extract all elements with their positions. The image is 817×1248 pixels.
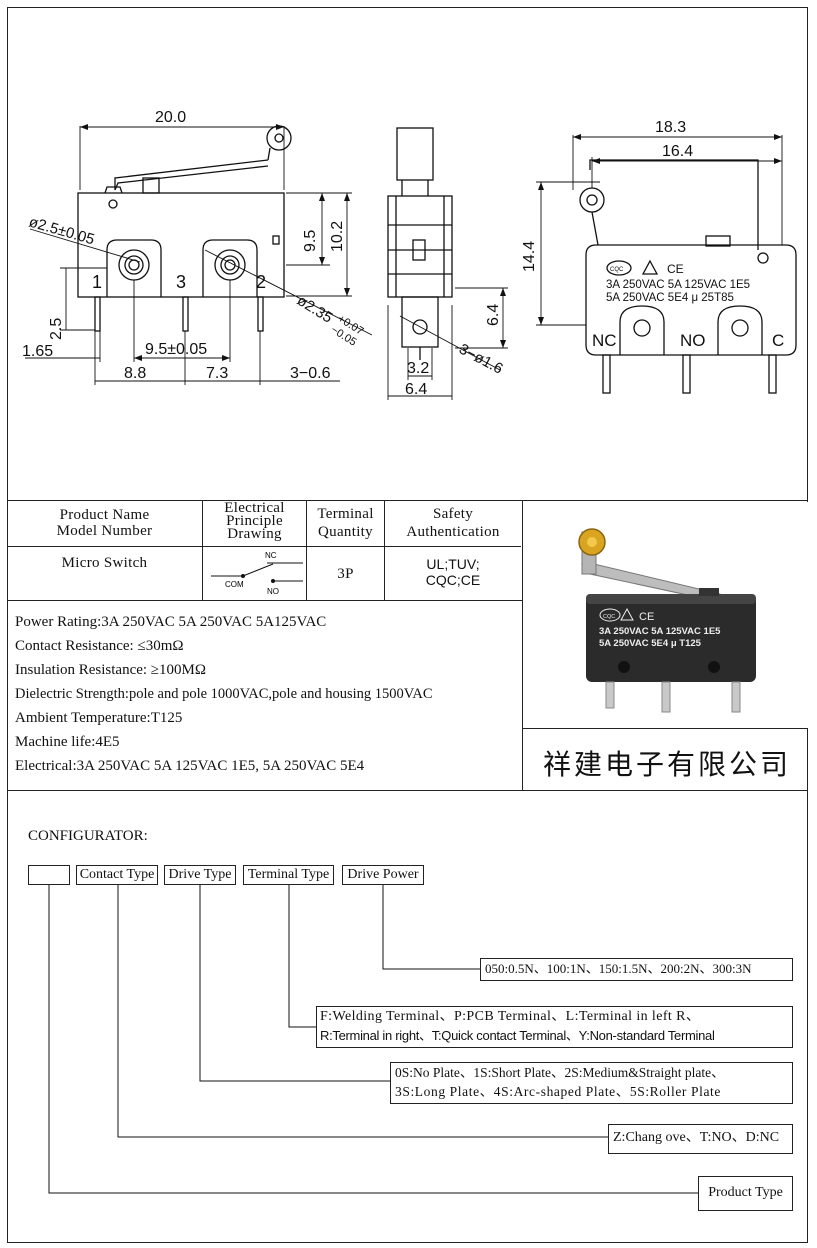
photo-cqc: CQC — [603, 614, 615, 620]
pin-label-2: 2 — [256, 272, 266, 292]
drawing-divider — [7, 500, 808, 501]
photo-line-1: 3A 250VAC 5A 125VAC 1E5 — [599, 626, 721, 637]
option-terminal-type-line1: F:Welding Terminal、P:PCB Terminal、L:Term… — [320, 1009, 701, 1024]
pin-label-nc: NC — [592, 331, 617, 350]
configurator-title: CONFIGURATOR: — [28, 828, 148, 844]
header-terminal-line1: Terminal — [317, 506, 374, 522]
dim-3-2: 3.2 — [407, 360, 429, 377]
config-blank-field[interactable] — [28, 865, 70, 885]
header-electrical-line3: Drawing — [227, 526, 282, 542]
config-drive-type[interactable]: Drive Type — [164, 865, 236, 885]
header-safety: Safety Authentication — [385, 505, 521, 541]
dim-2-35-dia: ø2.35 — [294, 292, 336, 327]
dim-3-0-6: 3−0.6 — [290, 365, 331, 382]
principle-com: COM — [225, 580, 244, 589]
dim-1-65: 1.65 — [22, 343, 53, 360]
spec-power-rating: Power Rating:3A 250VAC 5A 250VAC 5A125VA… — [15, 614, 327, 630]
spec-ambient-temperature: Ambient Temperature:T125 — [15, 710, 183, 726]
pin-label-c: C — [772, 331, 784, 350]
dim-16-4: 16.4 — [662, 143, 693, 160]
pin-label-no: NO — [680, 331, 706, 350]
header-electrical-line2: Principle — [226, 513, 283, 529]
dim-3-1-6: 3−ø1.6 — [456, 341, 506, 378]
header-product-line1: Product Name — [59, 507, 150, 523]
row-safety: UL;TUV; CQC;CE — [385, 556, 521, 588]
row-terminal: 3P — [337, 566, 354, 582]
dim-14-4: 14.4 — [521, 241, 538, 272]
principle-nc: NC — [265, 551, 277, 560]
config-terminal-type[interactable]: Terminal Type — [243, 865, 334, 885]
spec-contact-resistance: Contact Resistance: ≤30mΩ — [15, 638, 184, 654]
marking-line-1: 3A 250VAC 5A 125VAC 1E5 — [606, 279, 750, 291]
dim-2-5-dia: ø2.5±0.05 — [27, 214, 97, 249]
photo-ce: CE — [639, 611, 654, 623]
dim-8-8: 8.8 — [124, 365, 146, 382]
dim-10-2: 10.2 — [329, 221, 346, 252]
config-divider — [7, 790, 808, 791]
dim-2-5v: 2.5 — [48, 318, 65, 340]
header-product-line2: Model Number — [56, 523, 153, 539]
option-drive-type-line1: 0S:No Plate、1S:Short Plate、2S:Medium&Str… — [395, 1065, 725, 1080]
option-terminal-type: F:Welding Terminal、P:PCB Terminal、L:Term… — [316, 1006, 793, 1048]
ce-mark: CE — [667, 262, 684, 276]
header-electrical-line1: Electrical — [224, 500, 285, 516]
row-safety-line1: UL;TUV; — [426, 556, 480, 572]
option-contact-type: Z:Chang ove、T:NO、D:NC — [608, 1124, 793, 1154]
config-drive-power[interactable]: Drive Power — [342, 865, 424, 885]
company-name: 祥建电子有限公司 — [543, 748, 792, 781]
dim-9-5h: 9.5±0.05 — [145, 341, 207, 358]
header-electrical: Electrical Principle Drawing — [203, 500, 306, 542]
spec-electrical: Electrical:3A 250VAC 5A 125VAC 1E5, 5A 2… — [15, 758, 365, 774]
principle-drawing: NC COM NO — [211, 551, 303, 596]
back-roller — [579, 187, 605, 213]
option-drive-type-line2: 3S:Long Plate、4S:Arc-shaped Plate、5S:Rol… — [395, 1084, 721, 1099]
header-safety-line2: Authentication — [406, 524, 500, 540]
header-terminal-line2: Quantity — [318, 524, 373, 540]
principle-no: NO — [267, 587, 279, 596]
dim-20: 20.0 — [155, 109, 186, 126]
dim-9-5v: 9.5 — [302, 230, 319, 252]
dim-6-4v: 6.4 — [485, 304, 502, 326]
technical-drawing: 20.0 ø2.5±0.05 9.5 10.2 2.5 1.65 9.5±0.0… — [22, 109, 797, 400]
spec-insulation-resistance: Insulation Resistance: ≥100MΩ — [15, 662, 207, 678]
config-contact-type[interactable]: Contact Type — [76, 865, 158, 885]
option-drive-type: 0S:No Plate、1S:Short Plate、2S:Medium&Str… — [390, 1062, 793, 1104]
header-safety-line1: Safety — [432, 506, 474, 522]
front-view-body — [77, 192, 285, 298]
photo-line-2: 5A 250VAC 5E4 μ T125 — [599, 638, 702, 649]
row-product: Micro Switch — [61, 555, 148, 571]
option-drive-power: 050:0.5N、100:1N、150:1.5N、200:2N、300:3N — [480, 958, 793, 981]
front-roller — [266, 125, 292, 151]
option-product-type: Product Type — [698, 1176, 793, 1211]
row-safety-line2: CQC;CE — [425, 572, 481, 588]
product-photo: CQC CE 3A 250VAC 5A 125VAC 1E5 5A 250VAC… — [524, 502, 808, 728]
dim-6-4h: 6.4 — [405, 381, 427, 398]
side-view-body — [387, 195, 453, 298]
cqc-logo: CQC — [610, 267, 624, 273]
pin-label-3: 3 — [176, 272, 186, 292]
spec-machine-life: Machine life:4E5 — [15, 734, 120, 750]
marking-line-2: 5A 250VAC 5E4 μ 25T85 — [606, 292, 734, 304]
option-terminal-type-line2: R:Terminal in right、T:Quick contact Term… — [320, 1028, 715, 1043]
header-terminal: Terminal Quantity — [307, 505, 384, 541]
dim-18-3: 18.3 — [655, 119, 686, 136]
spec-dielectric-strength: Dielectric Strength:pole and pole 1000VA… — [15, 686, 433, 702]
header-product: Product Name Model Number — [7, 507, 202, 539]
pin-label-1: 1 — [92, 272, 102, 292]
spec-table: Product Name Model Number Electrical Pri… — [7, 500, 523, 600]
back-view-body — [585, 244, 797, 356]
dim-7-3: 7.3 — [206, 365, 228, 382]
